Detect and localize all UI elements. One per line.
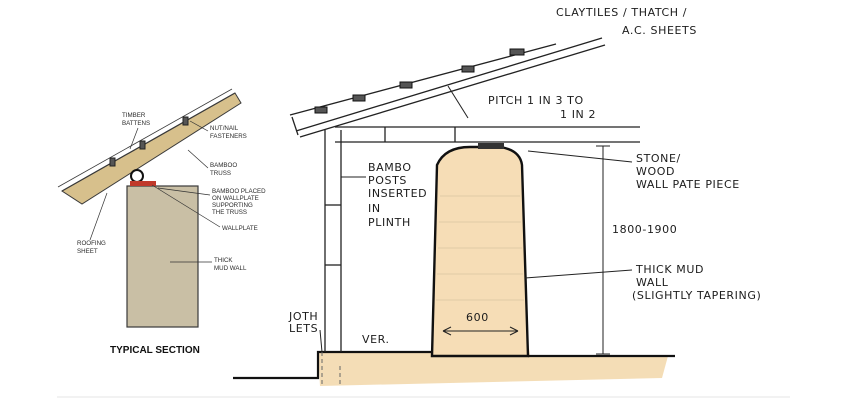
label-bamboo-placed-2: ON WALLPLATE: [212, 195, 259, 202]
large-section-drawing: CLAYTILES / THATCH / A.C. SHEETS PITCH 1…: [233, 6, 761, 386]
label-stone-3: WALL PATE PIECE: [636, 178, 740, 191]
label-claytiles: CLAYTILES / THATCH /: [556, 6, 687, 19]
label-bambo-1: BAMBO: [368, 161, 412, 174]
label-timber-battens-2: BATTENS: [122, 120, 150, 127]
label-bamboo-placed-4: THE TRUSS: [212, 209, 247, 216]
typical-section-drawing: TIMBER BATTENS NUT/NAIL FASTENERS BAMBOO…: [57, 88, 266, 356]
label-roofing-1: ROOFING: [77, 240, 106, 247]
label-timber-battens-1: TIMBER: [122, 112, 146, 119]
label-thick-mud-1: THICK: [214, 257, 233, 264]
small-mud-wall: [126, 185, 199, 328]
label-width: 600: [466, 311, 489, 324]
typical-section-title: TYPICAL SECTION: [110, 345, 200, 356]
label-bambo-3: INSERTED: [368, 187, 427, 200]
label-thick-3: (SLIGHTLY TAPERING): [632, 289, 761, 302]
ground-fill: [318, 340, 668, 386]
label-wallplate: WALLPLATE: [222, 225, 258, 232]
label-thick-mud-2: MUD WALL: [214, 265, 247, 272]
small-bamboo-ring: [130, 169, 144, 183]
small-wallplate: [130, 181, 156, 186]
label-roofing-2: SHEET: [77, 248, 98, 255]
label-bamboo-placed-3: SUPPORTING: [212, 202, 253, 209]
label-bambo-4: IN: [368, 202, 381, 215]
label-stone-2: WOOD: [636, 165, 675, 178]
label-bamboo-placed-1: BAMBOO PLACED: [212, 188, 266, 195]
large-roof: [289, 37, 640, 143]
label-nut-nail-2: FASTENERS: [210, 133, 247, 140]
label-joth-1: JOTH: [288, 310, 318, 323]
label-thick-1: THICK MUD: [635, 263, 704, 276]
width-dimension-line: [442, 326, 519, 336]
stone-wood-plate: [478, 143, 504, 149]
label-ac-sheets: A.C. SHEETS: [622, 24, 697, 37]
label-bambo-5: PLINTH: [368, 216, 411, 229]
large-mud-wall: [430, 145, 530, 358]
label-bamboo-1: BAMBOO: [210, 162, 237, 169]
ground-line: [233, 350, 675, 380]
small-battens: [109, 116, 189, 167]
label-joth-2: LETS: [289, 322, 318, 335]
label-height: 1800-1900: [612, 223, 677, 236]
height-dimension-line: [596, 145, 610, 355]
label-pitch-1: PITCH 1 IN 3 TO: [488, 94, 584, 107]
bamboo-post: [324, 130, 342, 352]
label-pitch-2: 1 IN 2: [560, 108, 596, 121]
label-stone-1: STONE/: [636, 152, 681, 165]
label-nut-nail-1: NUT/NAIL: [210, 125, 239, 132]
label-bamboo-2: TRUSS: [210, 170, 231, 177]
label-ver: VER.: [362, 333, 390, 346]
label-bambo-2: POSTS: [368, 174, 407, 187]
label-thick-2: WALL: [636, 276, 669, 289]
roof-tiles: [314, 48, 525, 114]
